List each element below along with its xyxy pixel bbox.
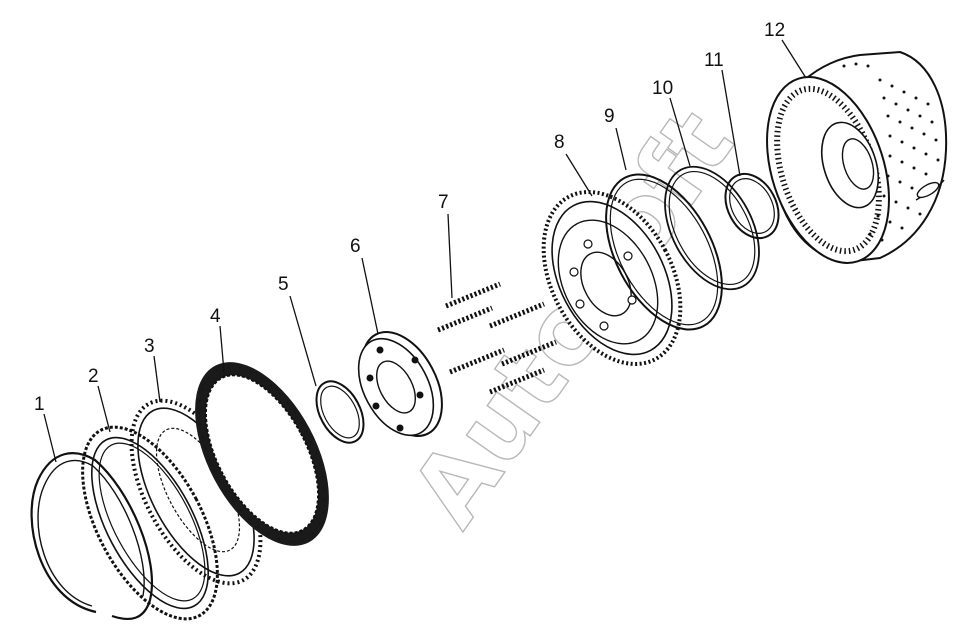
part-friction-clutch-disc: [195, 362, 329, 546]
spring-1: [445, 281, 501, 309]
part-inner-seal-ring: [724, 172, 780, 240]
part-pressure-plate: [81, 425, 219, 621]
callout-5: 5: [278, 274, 317, 387]
part-spring-retainer: [357, 331, 443, 437]
callouts: 1 2 3 4 5 6 7 8: [34, 20, 807, 463]
callout-label-4: 4: [210, 306, 221, 327]
callout-label-9: 9: [604, 106, 615, 127]
callout-6: 6: [350, 236, 379, 335]
callout-12: 12: [764, 20, 807, 79]
part-clutch-drum: [766, 50, 948, 264]
callout-label-8: 8: [554, 132, 565, 153]
callout-label-1: 1: [34, 394, 45, 415]
callout-3: 3: [144, 336, 161, 403]
callout-1: 1: [34, 394, 57, 463]
callout-4: 4: [210, 306, 225, 373]
callout-label-12: 12: [764, 20, 785, 41]
spring-6: [489, 367, 545, 395]
callout-2: 2: [88, 366, 111, 433]
callout-label-7: 7: [438, 192, 449, 213]
spring-4: [449, 347, 505, 375]
callout-label-3: 3: [144, 336, 155, 357]
part-return-springs: [437, 281, 557, 395]
callout-label-6: 6: [350, 236, 361, 257]
part-outer-seal-ring: [605, 173, 723, 331]
part-clutch-piston: [541, 190, 683, 366]
spring-3: [489, 301, 545, 329]
part-o-ring: [315, 380, 365, 444]
spring-2: [437, 305, 493, 333]
callout-label-11: 11: [704, 50, 724, 71]
spring-5: [501, 339, 557, 367]
callout-10: 10: [652, 78, 691, 167]
part-seal-ring: [664, 165, 760, 291]
callout-7: 7: [438, 192, 453, 299]
callout-9: 9: [604, 106, 627, 171]
callout-label-5: 5: [278, 274, 289, 295]
callout-label-10: 10: [652, 78, 673, 99]
callout-11: 11: [704, 50, 741, 177]
callout-8: 8: [554, 132, 593, 197]
callout-label-2: 2: [88, 366, 99, 387]
